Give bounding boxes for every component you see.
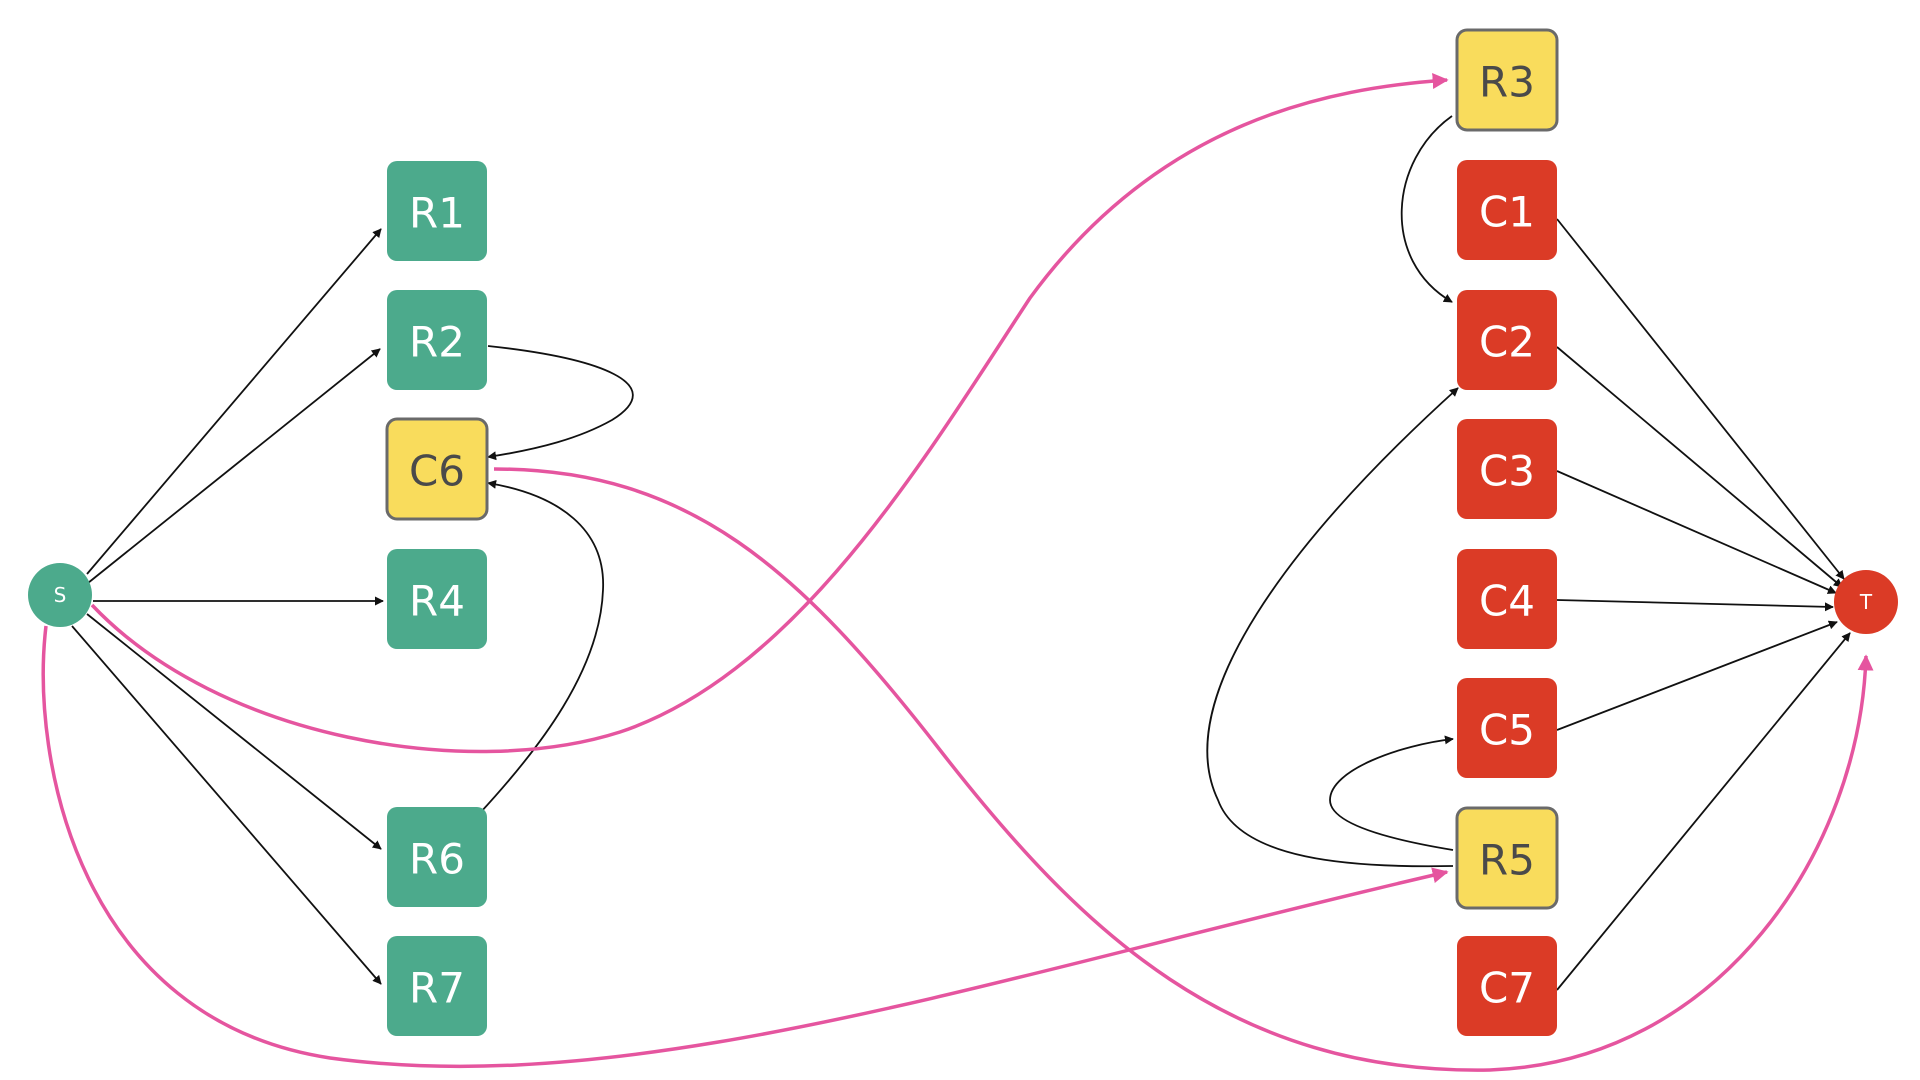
edge-s-r3 (90, 73, 1449, 754)
node-box (387, 936, 487, 1036)
node-label: R7 (409, 964, 465, 1013)
node-label: C7 (1479, 964, 1535, 1013)
node-r5: R5 (1455, 806, 1559, 910)
node-label: C5 (1479, 706, 1535, 755)
node-r1: R1 (387, 161, 487, 261)
edge-s-r1 (86, 228, 382, 575)
node-label: C3 (1479, 447, 1535, 496)
edge-r3-c2 (1400, 115, 1453, 303)
node-box (1457, 936, 1557, 1036)
edge-s-r5 (41, 625, 1449, 1069)
edge-c5-t (1556, 620, 1838, 731)
node-c3: C3 (1457, 419, 1557, 519)
edge-c1-t (1556, 218, 1845, 580)
node-box (385, 417, 489, 521)
edge-r6-c6 (479, 479, 604, 814)
terminal-circle (28, 563, 92, 627)
node-label: R3 (1479, 58, 1535, 107)
terminal-circle (1834, 570, 1898, 634)
node-c4: C4 (1457, 549, 1557, 649)
node-label: R2 (409, 318, 465, 367)
node-label: R6 (409, 835, 465, 884)
node-box (1457, 290, 1557, 390)
node-box (1455, 28, 1559, 132)
node-c1: C1 (1457, 160, 1557, 260)
terminal-label: S (54, 583, 67, 607)
edge-s-r7 (71, 625, 382, 985)
node-r3: R3 (1455, 28, 1559, 132)
node-label: R5 (1479, 836, 1535, 885)
terminal-label: T (1859, 590, 1873, 614)
node-label: R4 (409, 577, 465, 626)
node-box (387, 549, 487, 649)
node-c5: C5 (1457, 678, 1557, 778)
node-c2: C2 (1457, 290, 1557, 390)
edge-c4-t (1556, 599, 1834, 612)
node-label: R1 (409, 189, 465, 238)
node-box (1455, 806, 1559, 910)
node-label: C1 (1479, 188, 1535, 237)
node-box (1457, 678, 1557, 778)
edge-r2-c6 (487, 345, 634, 461)
edge-s-r2 (87, 348, 381, 584)
edge-c2-t (1556, 346, 1843, 588)
node-c7: C7 (1457, 936, 1557, 1036)
node-label: C4 (1479, 577, 1535, 626)
node-r6: R6 (387, 807, 487, 907)
terminal-t: T (1834, 570, 1898, 634)
node-r4: R4 (387, 549, 487, 649)
edge-c6-t (493, 467, 1874, 1072)
node-box (387, 290, 487, 390)
node-box (387, 161, 487, 261)
node-box (1457, 549, 1557, 649)
node-r2: R2 (387, 290, 487, 390)
node-box (1457, 160, 1557, 260)
node-r7: R7 (387, 936, 487, 1036)
node-box (1457, 419, 1557, 519)
edge-c3-t (1556, 470, 1837, 594)
node-box (387, 807, 487, 907)
edge-r5-c5 (1329, 735, 1454, 851)
node-label: C6 (409, 447, 465, 496)
terminal-s: S (28, 563, 92, 627)
edges-layer (41, 73, 1874, 1072)
node-c6: C6 (385, 417, 489, 521)
node-label: C2 (1479, 318, 1535, 367)
edge-r5-c2 (1206, 387, 1459, 868)
edge-c7-t (1556, 632, 1851, 991)
edge-s-r6 (86, 613, 382, 850)
